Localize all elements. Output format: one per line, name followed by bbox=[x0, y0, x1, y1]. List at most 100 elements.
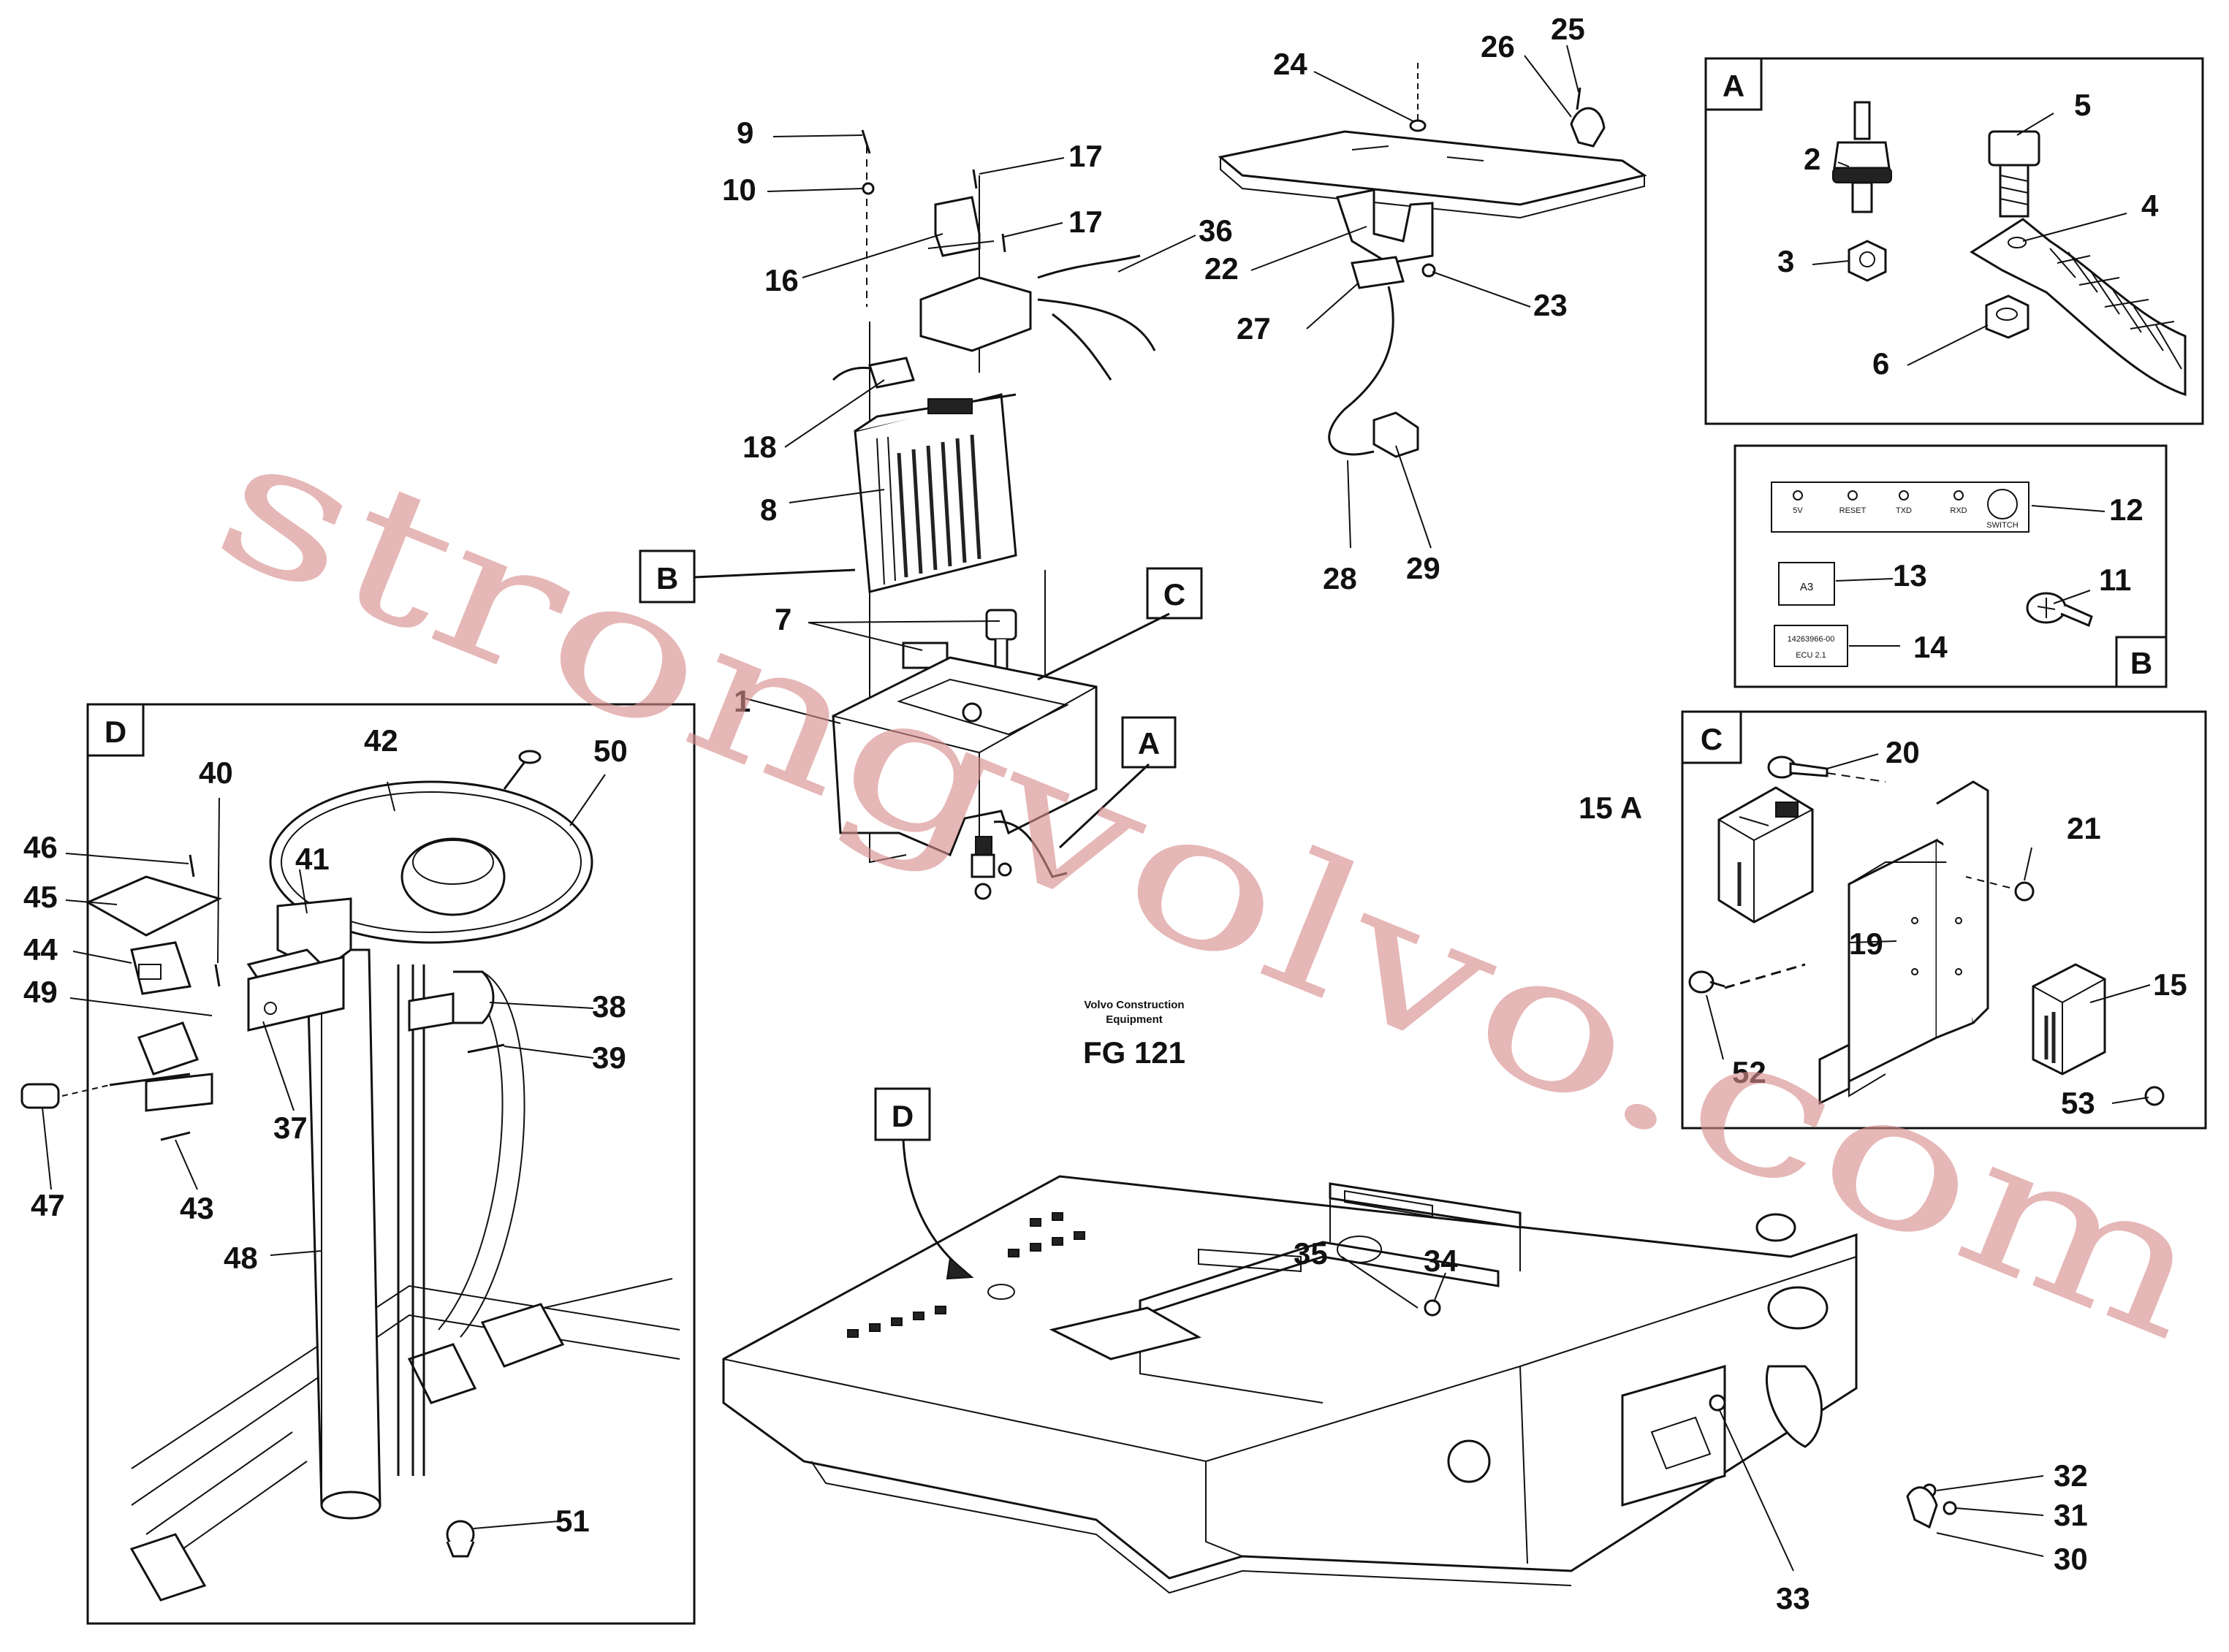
callout-8: 8 bbox=[760, 492, 777, 527]
callout-30: 30 bbox=[2054, 1542, 2088, 1576]
callout-26: 26 bbox=[1481, 29, 1515, 64]
callout-37: 37 bbox=[273, 1111, 308, 1145]
callout-3: 3 bbox=[1777, 244, 1794, 278]
maker-line1: Volvo Construction bbox=[1084, 999, 1184, 1011]
callout-46: 46 bbox=[23, 830, 58, 864]
detail-tag-c-box: C bbox=[1701, 722, 1723, 756]
figure-footer: Volvo Construction Equipment FG 121 bbox=[1083, 999, 1185, 1070]
callout-25: 25 bbox=[1551, 12, 1585, 46]
label-tag-part-13: A3 bbox=[1778, 562, 1835, 606]
callout-43: 43 bbox=[180, 1191, 214, 1225]
connector-part-29 bbox=[1372, 411, 1419, 458]
bracket-part-19 bbox=[1818, 780, 1989, 1105]
detail-d-box: D bbox=[20, 703, 696, 1625]
detail-tag-a-box: A bbox=[1723, 69, 1744, 103]
cable-part-28 bbox=[1328, 286, 1394, 456]
callout-17-bottom: 17 bbox=[1068, 205, 1103, 239]
leader-lines bbox=[42, 45, 2151, 1572]
switch-part-44 bbox=[130, 941, 191, 995]
callout-1: 1 bbox=[734, 684, 751, 718]
lamp-part-47 bbox=[20, 1073, 191, 1109]
screw-part-39 bbox=[467, 1043, 505, 1054]
pedal bbox=[480, 1303, 565, 1368]
bulb-part-51 bbox=[446, 1520, 475, 1558]
nut-part-24 bbox=[1409, 119, 1427, 132]
module-part-27 bbox=[1351, 256, 1405, 289]
callout-41: 41 bbox=[295, 842, 330, 876]
switch-label: SWITCH bbox=[1986, 521, 2018, 530]
washer-part-10 bbox=[862, 182, 875, 195]
callout-52: 52 bbox=[1732, 1055, 1766, 1089]
callout-11: 11 bbox=[2099, 563, 2131, 597]
screw-part-17b bbox=[1001, 233, 1006, 253]
stud-part-2 bbox=[1832, 101, 1892, 213]
callout-34: 34 bbox=[1424, 1244, 1458, 1278]
maker-line2: Equipment bbox=[1106, 1013, 1163, 1026]
callout-18: 18 bbox=[743, 430, 777, 464]
callout-50: 50 bbox=[593, 734, 628, 768]
fasteners bbox=[861, 129, 1957, 1529]
callout-48: 48 bbox=[224, 1241, 258, 1275]
detail-tag-b-box: B bbox=[2130, 646, 2152, 680]
led-label-5v: 5V bbox=[1793, 506, 1803, 515]
screw-part-9 bbox=[861, 129, 871, 154]
bolt-part-5 bbox=[1988, 130, 2040, 218]
screw-part-23 bbox=[1421, 263, 1436, 278]
clamp-part-38 bbox=[408, 970, 495, 1032]
detail-b-box: B 5V RESET TXD RXD SWITCH A3 14263966-00… bbox=[1734, 444, 2168, 688]
detail-a-box: A bbox=[1704, 57, 2204, 425]
led-panel-part-12: 5V RESET TXD RXD SWITCH bbox=[1771, 481, 2029, 533]
screw-part-52 bbox=[1688, 963, 1806, 994]
nut-part-21 bbox=[2014, 881, 2035, 902]
callout-20: 20 bbox=[1886, 735, 1920, 769]
callout-47: 47 bbox=[31, 1188, 65, 1222]
clip-part-18 bbox=[832, 357, 915, 389]
detail-tag-d-box: D bbox=[105, 715, 126, 749]
callout-15a: 15 A bbox=[1579, 791, 1642, 825]
callout-9: 9 bbox=[737, 115, 753, 150]
detail-c-box: C bbox=[1681, 710, 2207, 1130]
screw-part-43 bbox=[160, 1131, 191, 1141]
detail-tag-c: C bbox=[1163, 577, 1185, 612]
callout-16: 16 bbox=[764, 263, 799, 297]
relay-part-15a bbox=[1717, 786, 1814, 924]
callout-5: 5 bbox=[2074, 88, 2091, 122]
callout-44: 44 bbox=[23, 932, 58, 967]
callout-35: 35 bbox=[1294, 1236, 1328, 1271]
callout-53: 53 bbox=[2061, 1086, 2095, 1120]
screw-part-33 bbox=[1709, 1394, 1726, 1412]
led-label-reset: RESET bbox=[1839, 506, 1867, 515]
callout-33: 33 bbox=[1776, 1581, 1810, 1615]
callout-15: 15 bbox=[2153, 967, 2187, 1002]
ecu-label-part-14: 14263966-00 ECU 2.1 bbox=[1774, 625, 1848, 667]
nut-part-53 bbox=[2144, 1086, 2165, 1106]
callout-10: 10 bbox=[722, 172, 756, 207]
detail-tags-main: B C A D bbox=[639, 549, 1203, 1141]
ecu-unit-part-8 bbox=[854, 393, 1017, 593]
ecu-label-line1: 14263966-00 bbox=[1788, 635, 1835, 644]
callout-7: 7 bbox=[775, 602, 791, 636]
callout-14: 14 bbox=[1913, 630, 1948, 664]
callout-labels: 1 2 3 4 5 6 7 8 9 10 11 12 13 14 15 15 A… bbox=[23, 12, 2187, 1615]
clamp-part-37 bbox=[247, 956, 345, 1032]
callout-51: 51 bbox=[555, 1504, 590, 1538]
ecu-assembly bbox=[832, 146, 1156, 900]
callout-36: 36 bbox=[1199, 213, 1233, 248]
screw-part-31 bbox=[1943, 1501, 1957, 1515]
callout-6: 6 bbox=[1872, 346, 1889, 381]
led-label-txd: TXD bbox=[1896, 506, 1912, 515]
callout-22: 22 bbox=[1204, 251, 1239, 286]
screw-part-34 bbox=[1424, 1299, 1441, 1317]
detail-tag-d: D bbox=[892, 1099, 914, 1133]
callout-28: 28 bbox=[1323, 561, 1357, 595]
callout-24: 24 bbox=[1273, 47, 1307, 81]
mounting-plate-assembly bbox=[1218, 63, 1647, 458]
detail-tag-b: B bbox=[656, 561, 678, 595]
screw-part-11 bbox=[2026, 592, 2093, 628]
ground-stud-assembly bbox=[971, 821, 1068, 900]
cable-connector-part-36 bbox=[919, 254, 1156, 381]
detail-tag-a: A bbox=[1138, 726, 1160, 761]
callout-17-top: 17 bbox=[1068, 139, 1103, 173]
screw-part-17a bbox=[972, 169, 978, 189]
callout-13: 13 bbox=[1893, 558, 1927, 593]
